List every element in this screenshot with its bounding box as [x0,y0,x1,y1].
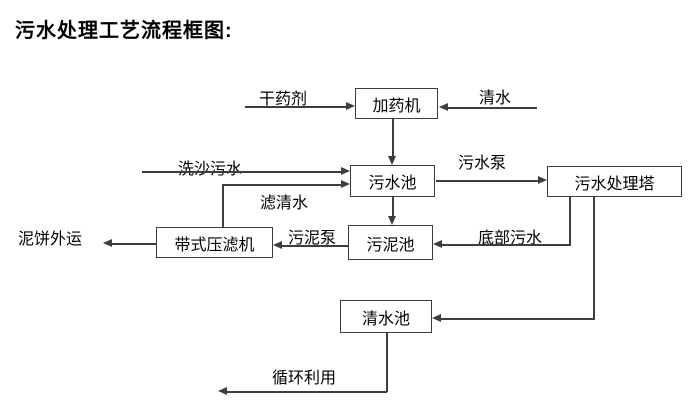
edge-sludge-pump-line [282,245,348,247]
edge-label-recycle-use: 循环利用 [272,370,337,387]
edge-dry-chemical-arrowhead-icon [346,102,355,110]
edge-mud-cake-arrowhead-icon [103,239,112,247]
edge-dosing-to-sewage-arrowhead-icon [388,156,396,165]
edge-label-sludge-pump: 污泥泵 [288,230,337,247]
edge-recycle-vline [386,333,388,392]
edge-label-filtered-water: 滤清水 [260,195,309,212]
edge-tower-to-clearwater-vline [593,197,595,320]
edge-sand-washing-arrowhead-icon [341,167,350,175]
edge-bottom-sewage-arrowhead-icon [433,240,442,248]
page-title: 污水处理工艺流程框图: [15,20,233,42]
edge-label-clear-water: 清水 [479,90,512,107]
edge-bottom-sewage-vline [569,197,571,246]
edge-label-mud-cake-out: 泥饼外运 [18,231,83,248]
edge-label-sand-washing-sewage: 洗沙污水 [178,161,243,178]
edge-clear-water-arrowhead-icon [439,103,448,111]
edge-sewage-to-sludge-arrowhead-icon [388,216,396,225]
edge-sewage-to-sludge-line [392,197,394,216]
node-treatment-tower: 污水处理塔 [547,166,682,197]
edge-dosing-to-sewage-line [392,119,394,157]
edge-tower-to-clearwater-arrowhead-icon [432,314,441,322]
edge-sludge-pump-arrowhead-icon [273,241,282,249]
edge-bottom-sewage-hline [442,244,570,246]
edge-label-bottom-sewage: 底部污水 [478,230,543,247]
edge-filtered-water-arrowhead-icon [341,180,350,188]
edge-dry-chemical-line [245,106,346,108]
edge-tower-to-clearwater-hline [441,318,594,320]
edge-sewage-pump-arrowhead-icon [538,176,547,184]
node-sewage-pool: 污水池 [350,165,435,197]
edge-label-dry-chemical: 干药剂 [259,91,308,108]
node-dosing-machine: 加药机 [355,88,438,119]
edge-recycle-arrowhead-icon [218,387,227,395]
edge-clear-water-line [448,107,537,109]
edge-sand-washing-line [142,171,341,173]
edge-label-sewage-pump: 污水泵 [458,155,507,172]
edge-mud-cake-line [112,243,156,245]
edge-recycle-hline [227,391,387,393]
node-belt-filter-press: 带式压滤机 [156,227,273,258]
edge-filtered-water-hline [222,184,341,186]
edge-filtered-water-vline [222,185,224,227]
edge-sewage-pump-line [436,180,538,182]
node-clear-water-pool: 清水池 [340,300,432,333]
node-sludge-pool: 污泥池 [348,225,433,260]
